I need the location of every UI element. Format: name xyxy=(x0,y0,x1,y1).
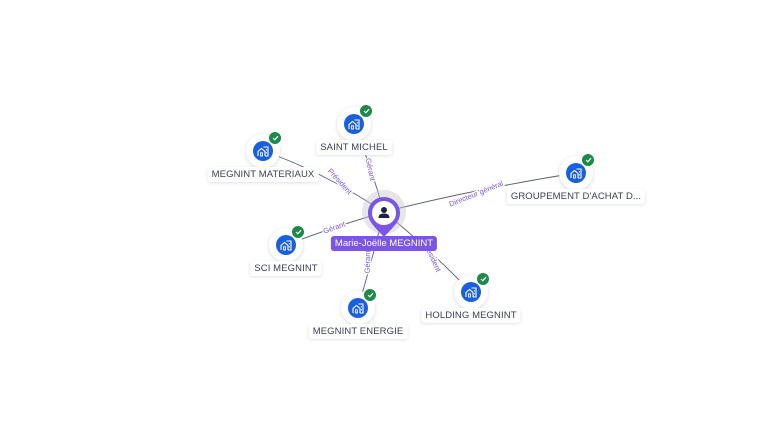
edge-label-saint-michel: Gérant xyxy=(364,157,378,182)
verified-check-icon xyxy=(581,153,595,167)
edge-label-groupement-achat: Directeur général xyxy=(448,179,505,209)
company-node-groupement-achat[interactable] xyxy=(559,153,595,190)
company-label-holding-megnint[interactable]: HOLDING MEGNINT xyxy=(421,308,521,323)
edge-label-megnint-materiaux: Président xyxy=(326,167,355,197)
verified-check-icon xyxy=(363,288,377,302)
building-icon xyxy=(348,298,368,318)
company-label-megnint-materiaux[interactable]: MEGNINT MATERIAUX xyxy=(207,167,319,182)
verified-check-icon xyxy=(476,272,490,286)
verified-check-icon xyxy=(291,225,305,239)
company-node-sci-megnint[interactable] xyxy=(269,225,305,262)
company-node-megnint-energie[interactable] xyxy=(341,288,377,325)
edge-label-sci-megnint: Gérant xyxy=(322,219,347,236)
company-label-sci-megnint[interactable]: SCI MEGNINT xyxy=(250,261,322,276)
building-icon xyxy=(276,235,296,255)
company-node-megnint-materiaux[interactable] xyxy=(246,131,282,168)
center-node-label[interactable]: Marie-Joëlle MEGNINT xyxy=(330,236,438,251)
building-icon xyxy=(566,163,586,183)
company-label-saint-michel[interactable]: SAINT MICHEL xyxy=(316,140,392,155)
building-icon xyxy=(253,141,273,161)
building-icon xyxy=(461,282,481,302)
verified-check-icon xyxy=(359,104,373,118)
company-label-megnint-energie[interactable]: MEGNINT ENERGIE xyxy=(308,324,408,339)
edge-label-megnint-energie: Gérant xyxy=(363,249,373,273)
company-node-holding-megnint[interactable] xyxy=(454,272,490,309)
edge-groupement-achat xyxy=(383,172,577,213)
company-node-saint-michel[interactable] xyxy=(337,104,373,141)
company-label-groupement-achat[interactable]: GROUPEMENT D'ACHAT D... xyxy=(506,189,646,204)
center-person-pin[interactable] xyxy=(366,195,402,239)
verified-check-icon xyxy=(268,131,282,145)
person-icon xyxy=(378,207,390,218)
building-icon xyxy=(344,114,364,134)
